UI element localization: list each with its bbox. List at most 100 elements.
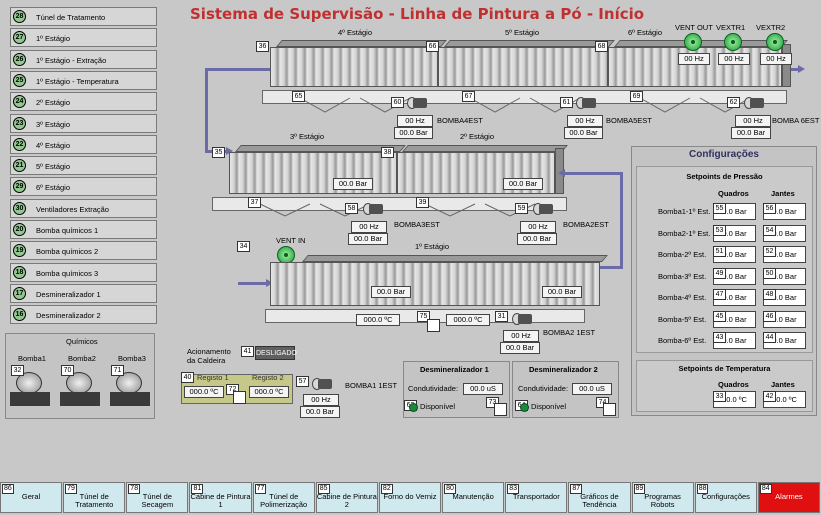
sp-tag[interactable]: 51 [713, 246, 726, 257]
document-icon[interactable] [427, 319, 440, 332]
nav-item-label: 1º Estágio - Temperatura [36, 76, 119, 86]
quimicos-pump-tag[interactable]: 32 [11, 365, 24, 376]
pump6[interactable] [744, 96, 764, 110]
document-icon[interactable] [233, 391, 246, 404]
sp-tag[interactable]: 56 [763, 203, 776, 214]
chemical-pump-icon[interactable] [60, 370, 100, 406]
tag-35[interactable]: 35 [212, 147, 225, 158]
tag-39[interactable]: 39 [416, 197, 429, 208]
quimicos-pump-tag[interactable]: 70 [61, 365, 74, 376]
chemical-pump-icon[interactable] [10, 370, 50, 406]
tag-41[interactable]: 41 [241, 346, 254, 357]
pump3[interactable] [363, 202, 383, 216]
sp-tag[interactable]: 50 [763, 267, 776, 279]
tag-69[interactable]: 69 [630, 91, 643, 102]
bottom-nav-label: Túnel de Polimerização [260, 492, 308, 509]
nav-item-label: Bomba químicos 1 [36, 226, 99, 235]
sp-tag[interactable]: 44 [763, 332, 776, 343]
tag-60[interactable]: 60 [391, 97, 404, 108]
sp-tag[interactable]: 47 [713, 289, 726, 300]
tag-73[interactable]: 73 [486, 397, 499, 408]
arrow-exit [798, 65, 805, 73]
sp-tag[interactable]: 54 [763, 224, 776, 236]
vextr1-label: VEXTR1 [716, 23, 746, 32]
pump-caldeira[interactable] [312, 377, 332, 391]
tag-68[interactable]: 68 [595, 41, 608, 52]
tag-40[interactable]: 40 [181, 372, 194, 383]
tag-74[interactable]: 74 [596, 397, 609, 408]
registo1-temp: 000.0 ºC [184, 386, 224, 398]
fan-icon[interactable] [684, 33, 702, 51]
document-icon[interactable] [603, 403, 616, 416]
sp-tag[interactable]: 48 [763, 289, 776, 300]
bottom-nav-number: 89 [633, 484, 646, 494]
tag-58[interactable]: 58 [345, 203, 358, 214]
fan-icon[interactable] [724, 33, 742, 51]
tag-65[interactable]: 65 [292, 91, 305, 102]
chemical-pump-icon[interactable] [110, 370, 150, 406]
tag-67[interactable]: 67 [462, 91, 475, 102]
sp-tag[interactable]: 49 [713, 267, 726, 279]
caldeira-toggle-button[interactable]: DESLIGADO [255, 346, 297, 360]
sp-tag[interactable]: 45 [713, 310, 726, 322]
sp-tag[interactable]: 46 [763, 310, 776, 322]
sp-tag[interactable]: 55 [713, 203, 726, 214]
tag-42[interactable]: 42 [763, 391, 776, 402]
document-icon[interactable] [494, 403, 507, 416]
tag-34[interactable]: 34 [237, 241, 250, 252]
tag-59[interactable]: 59 [515, 203, 528, 214]
desmin2-title: Desmineralizador 2 [529, 365, 598, 374]
pump1[interactable] [512, 312, 532, 326]
tag-57[interactable]: 57 [296, 376, 309, 387]
sp-tag[interactable]: 53 [713, 224, 726, 236]
tag-75[interactable]: 75 [417, 311, 430, 322]
tag-66[interactable]: 66 [426, 41, 439, 52]
tag-33[interactable]: 33 [713, 391, 726, 402]
col-quadros: Quadros [718, 189, 749, 198]
tag-36[interactable]: 36 [256, 41, 269, 52]
tag-38[interactable]: 38 [381, 147, 394, 158]
tag-61[interactable]: 61 [560, 97, 573, 108]
sp-tag[interactable]: 52 [763, 246, 776, 257]
pump2[interactable] [533, 202, 553, 216]
tag-62[interactable]: 62 [727, 97, 740, 108]
tag-72[interactable]: 72 [226, 384, 239, 395]
bomba1-1est-label: BOMBA1 1EST [345, 381, 398, 390]
fan-icon[interactable] [766, 33, 784, 51]
tag-31[interactable]: 31 [495, 311, 508, 322]
sp-tag[interactable]: 43 [713, 332, 726, 343]
nav-item-label: 3º Estágio [36, 119, 71, 129]
pump5[interactable] [576, 96, 596, 110]
tag-37[interactable]: 37 [248, 197, 261, 208]
pump4[interactable] [407, 96, 427, 110]
quimicos-pump-tag[interactable]: 71 [111, 365, 124, 376]
